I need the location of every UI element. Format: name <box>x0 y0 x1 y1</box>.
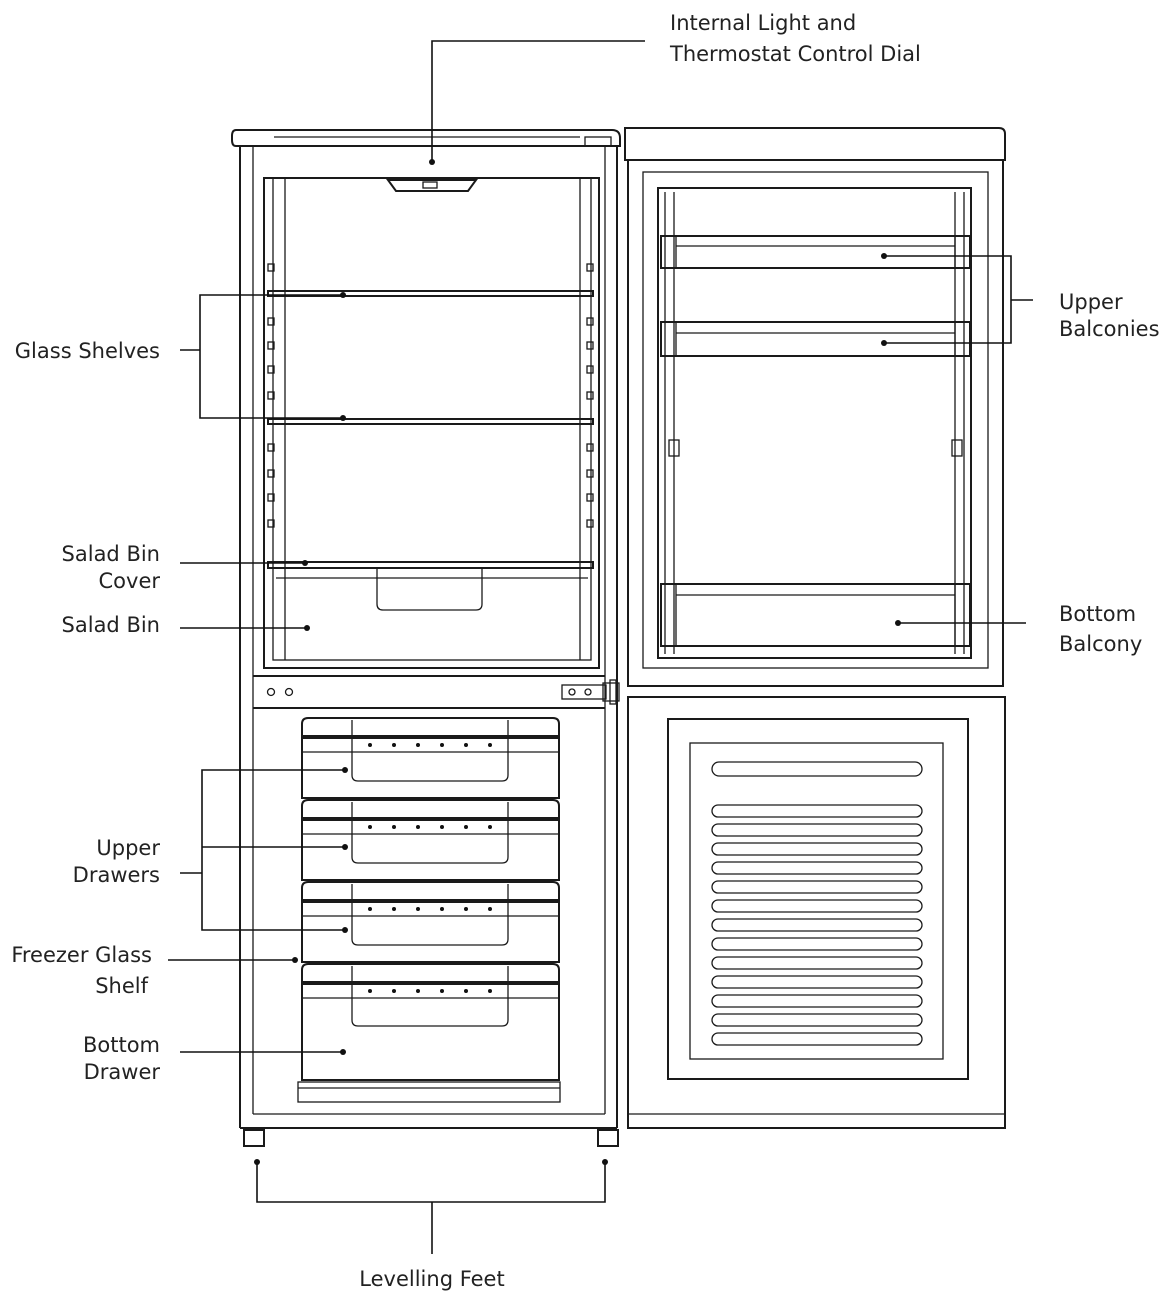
leader-lines <box>168 40 1033 1254</box>
label-salad-bin-cover-line2: Cover <box>99 569 161 593</box>
label-glass-shelves: Glass Shelves <box>15 339 160 363</box>
label-salad-bin-cover-line1: Salad Bin <box>62 542 160 566</box>
label-bottom-balcony-line2: Balcony <box>1059 632 1142 656</box>
label-upper-drawers-line2: Drawers <box>73 863 160 887</box>
salad-bin-cover <box>267 561 594 569</box>
label-upper-balconies-line2: Balconies <box>1059 317 1160 341</box>
bottom-drawer <box>297 963 561 1103</box>
labels: Internal Light and Thermostat Control Di… <box>11 11 1159 1291</box>
label-levelling-feet: Levelling Feet <box>359 1267 504 1291</box>
fridge-compartment <box>263 177 600 669</box>
label-internal-light-line1: Internal Light and <box>670 11 856 35</box>
freezer-door-ribs <box>711 761 923 1046</box>
cabinet-body <box>231 129 621 1129</box>
label-freezer-glass-shelf-line1: Freezer Glass <box>11 943 152 967</box>
label-freezer-glass-shelf-line2: Shelf <box>95 974 148 998</box>
upper-drawer-3 <box>301 881 560 963</box>
label-bottom-drawer-line2: Drawer <box>84 1060 161 1084</box>
freezer-compartment <box>297 717 561 1103</box>
label-bottom-drawer-line1: Bottom <box>83 1033 160 1057</box>
label-upper-balconies-line1: Upper <box>1059 290 1123 314</box>
glass-shelf-2 <box>267 418 594 425</box>
salad-bin <box>276 568 588 611</box>
shelf-rail-studs <box>267 263 594 528</box>
upper-drawer-1 <box>301 717 560 799</box>
glass-shelf-1 <box>267 290 594 297</box>
internal-light-housing <box>386 179 478 192</box>
freezer-door <box>627 696 1006 1129</box>
label-salad-bin: Salad Bin <box>62 613 160 637</box>
bottom-balcony <box>660 583 971 647</box>
fridge-door <box>624 127 1006 687</box>
levelling-feet <box>243 1129 619 1147</box>
upper-drawer-2 <box>301 799 560 881</box>
label-bottom-balcony-line1: Bottom <box>1059 602 1136 626</box>
upper-balcony-2 <box>660 321 971 357</box>
label-internal-light-line2: Thermostat Control Dial <box>669 42 921 66</box>
upper-balcony-1 <box>660 235 971 269</box>
label-upper-drawers-line1: Upper <box>96 836 160 860</box>
